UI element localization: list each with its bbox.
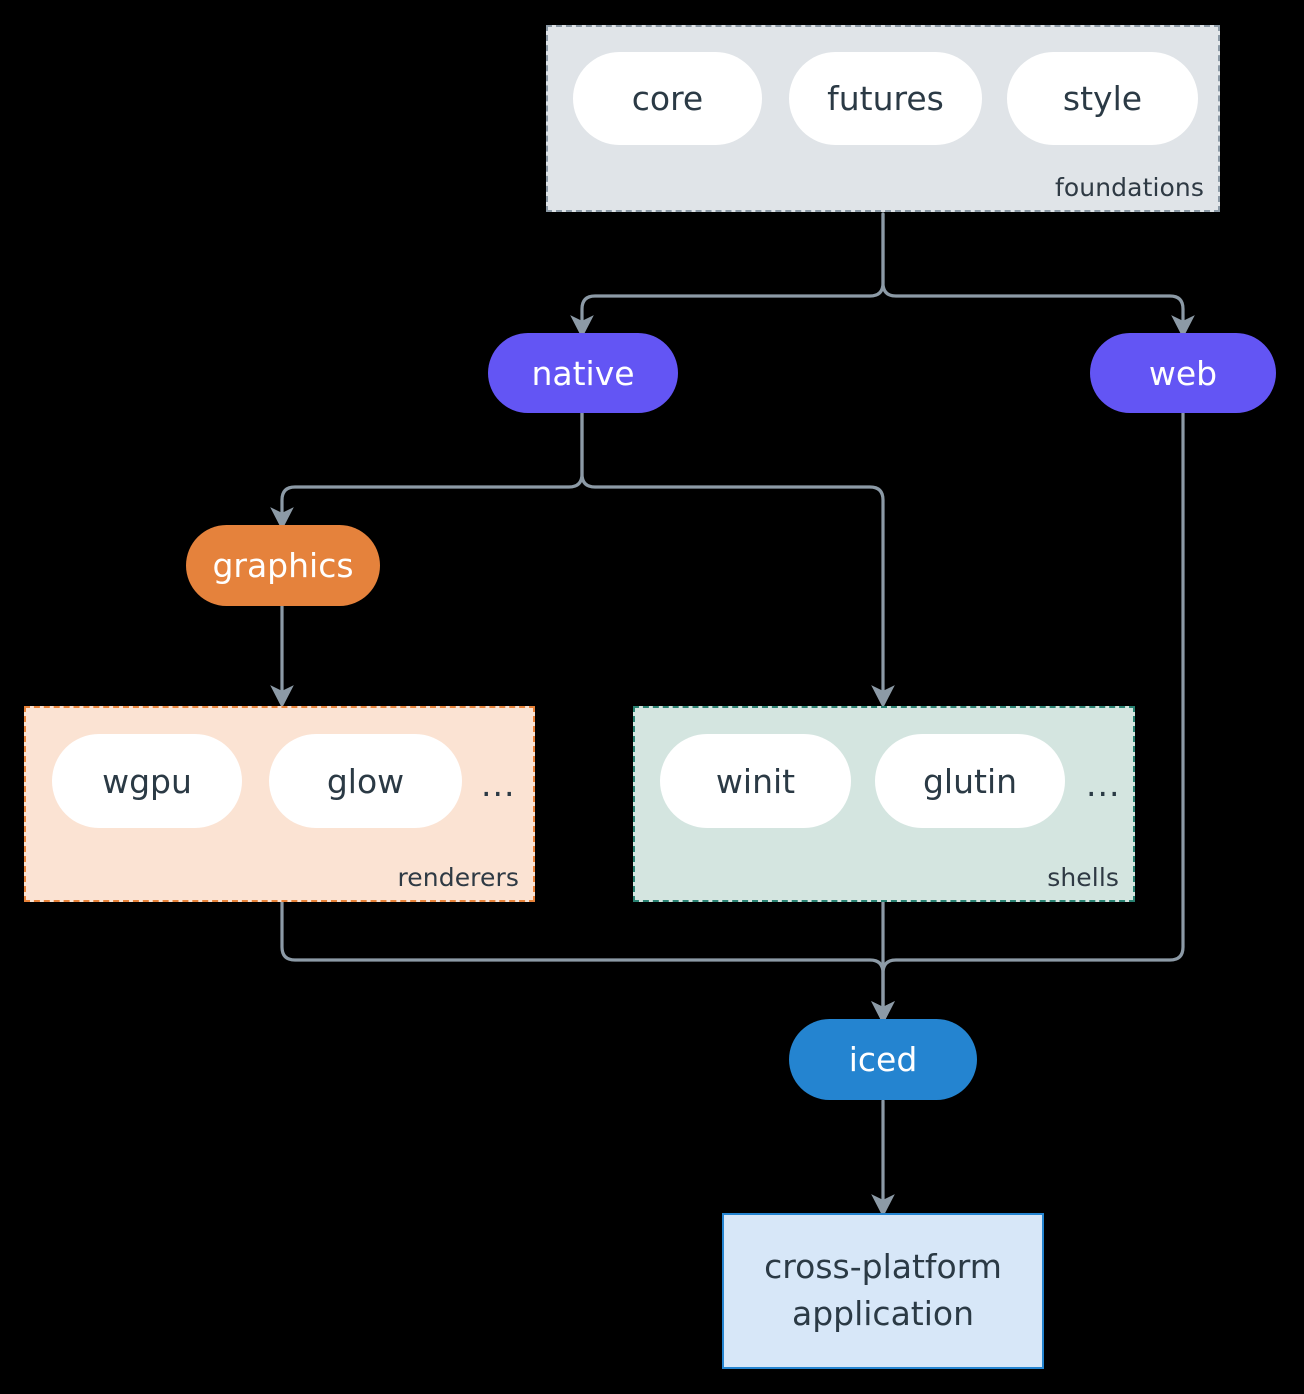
- node-glutin-label: glutin: [922, 761, 1018, 801]
- node-wgpu-label: wgpu: [102, 761, 192, 801]
- edge-renderers-iced: [280, 900, 895, 1025]
- cluster-shells-label: shells: [1047, 863, 1119, 892]
- node-glow-label: glow: [326, 761, 405, 801]
- edge-foundations-native: [570, 212, 885, 339]
- edge-native-shells: [580, 410, 895, 709]
- node-native-label: native: [531, 353, 635, 393]
- edge-foundations-web: [881, 212, 1195, 339]
- shells-more-ellipsis: ...: [1086, 765, 1121, 804]
- cluster-renderers[interactable]: wgpu glow ... renderers: [24, 706, 535, 902]
- node-web-label: web: [1148, 353, 1218, 393]
- node-web[interactable]: web: [1090, 333, 1276, 413]
- application-label-line2: application: [791, 1294, 975, 1333]
- edge-native-graphics: [270, 410, 584, 531]
- node-core[interactable]: core: [573, 52, 762, 145]
- node-glutin[interactable]: glutin: [875, 734, 1065, 828]
- shells-pill-group: winit glutin ...: [635, 708, 1133, 900]
- node-style-label: style: [1062, 79, 1143, 118]
- node-graphics-label: graphics: [212, 546, 354, 585]
- node-core-label: core: [631, 79, 704, 118]
- node-wgpu[interactable]: wgpu: [52, 734, 242, 828]
- renderers-pill-group: wgpu glow ...: [26, 708, 533, 900]
- node-futures[interactable]: futures: [789, 52, 982, 145]
- node-native[interactable]: native: [488, 333, 678, 413]
- foundations-pill-group: core futures style: [548, 27, 1218, 210]
- cluster-foundations-label: foundations: [1055, 173, 1204, 202]
- node-iced-label: iced: [848, 1040, 918, 1079]
- node-cross-platform-application[interactable]: cross-platform application: [722, 1213, 1044, 1369]
- cluster-shells[interactable]: winit glutin ... shells: [633, 706, 1135, 902]
- node-glow[interactable]: glow: [269, 734, 462, 828]
- edge-web-iced: [871, 410, 1185, 1025]
- node-style[interactable]: style: [1007, 52, 1198, 145]
- cluster-foundations[interactable]: core futures style foundations: [546, 25, 1220, 212]
- node-graphics[interactable]: graphics: [186, 525, 380, 606]
- cluster-renderers-label: renderers: [397, 863, 519, 892]
- application-label-line1: cross-platform: [764, 1247, 1002, 1287]
- node-winit-label: winit: [715, 761, 796, 801]
- node-futures-label: futures: [827, 79, 944, 118]
- renderers-more-ellipsis: ...: [481, 765, 516, 804]
- node-winit[interactable]: winit: [660, 734, 851, 828]
- node-iced[interactable]: iced: [789, 1019, 977, 1100]
